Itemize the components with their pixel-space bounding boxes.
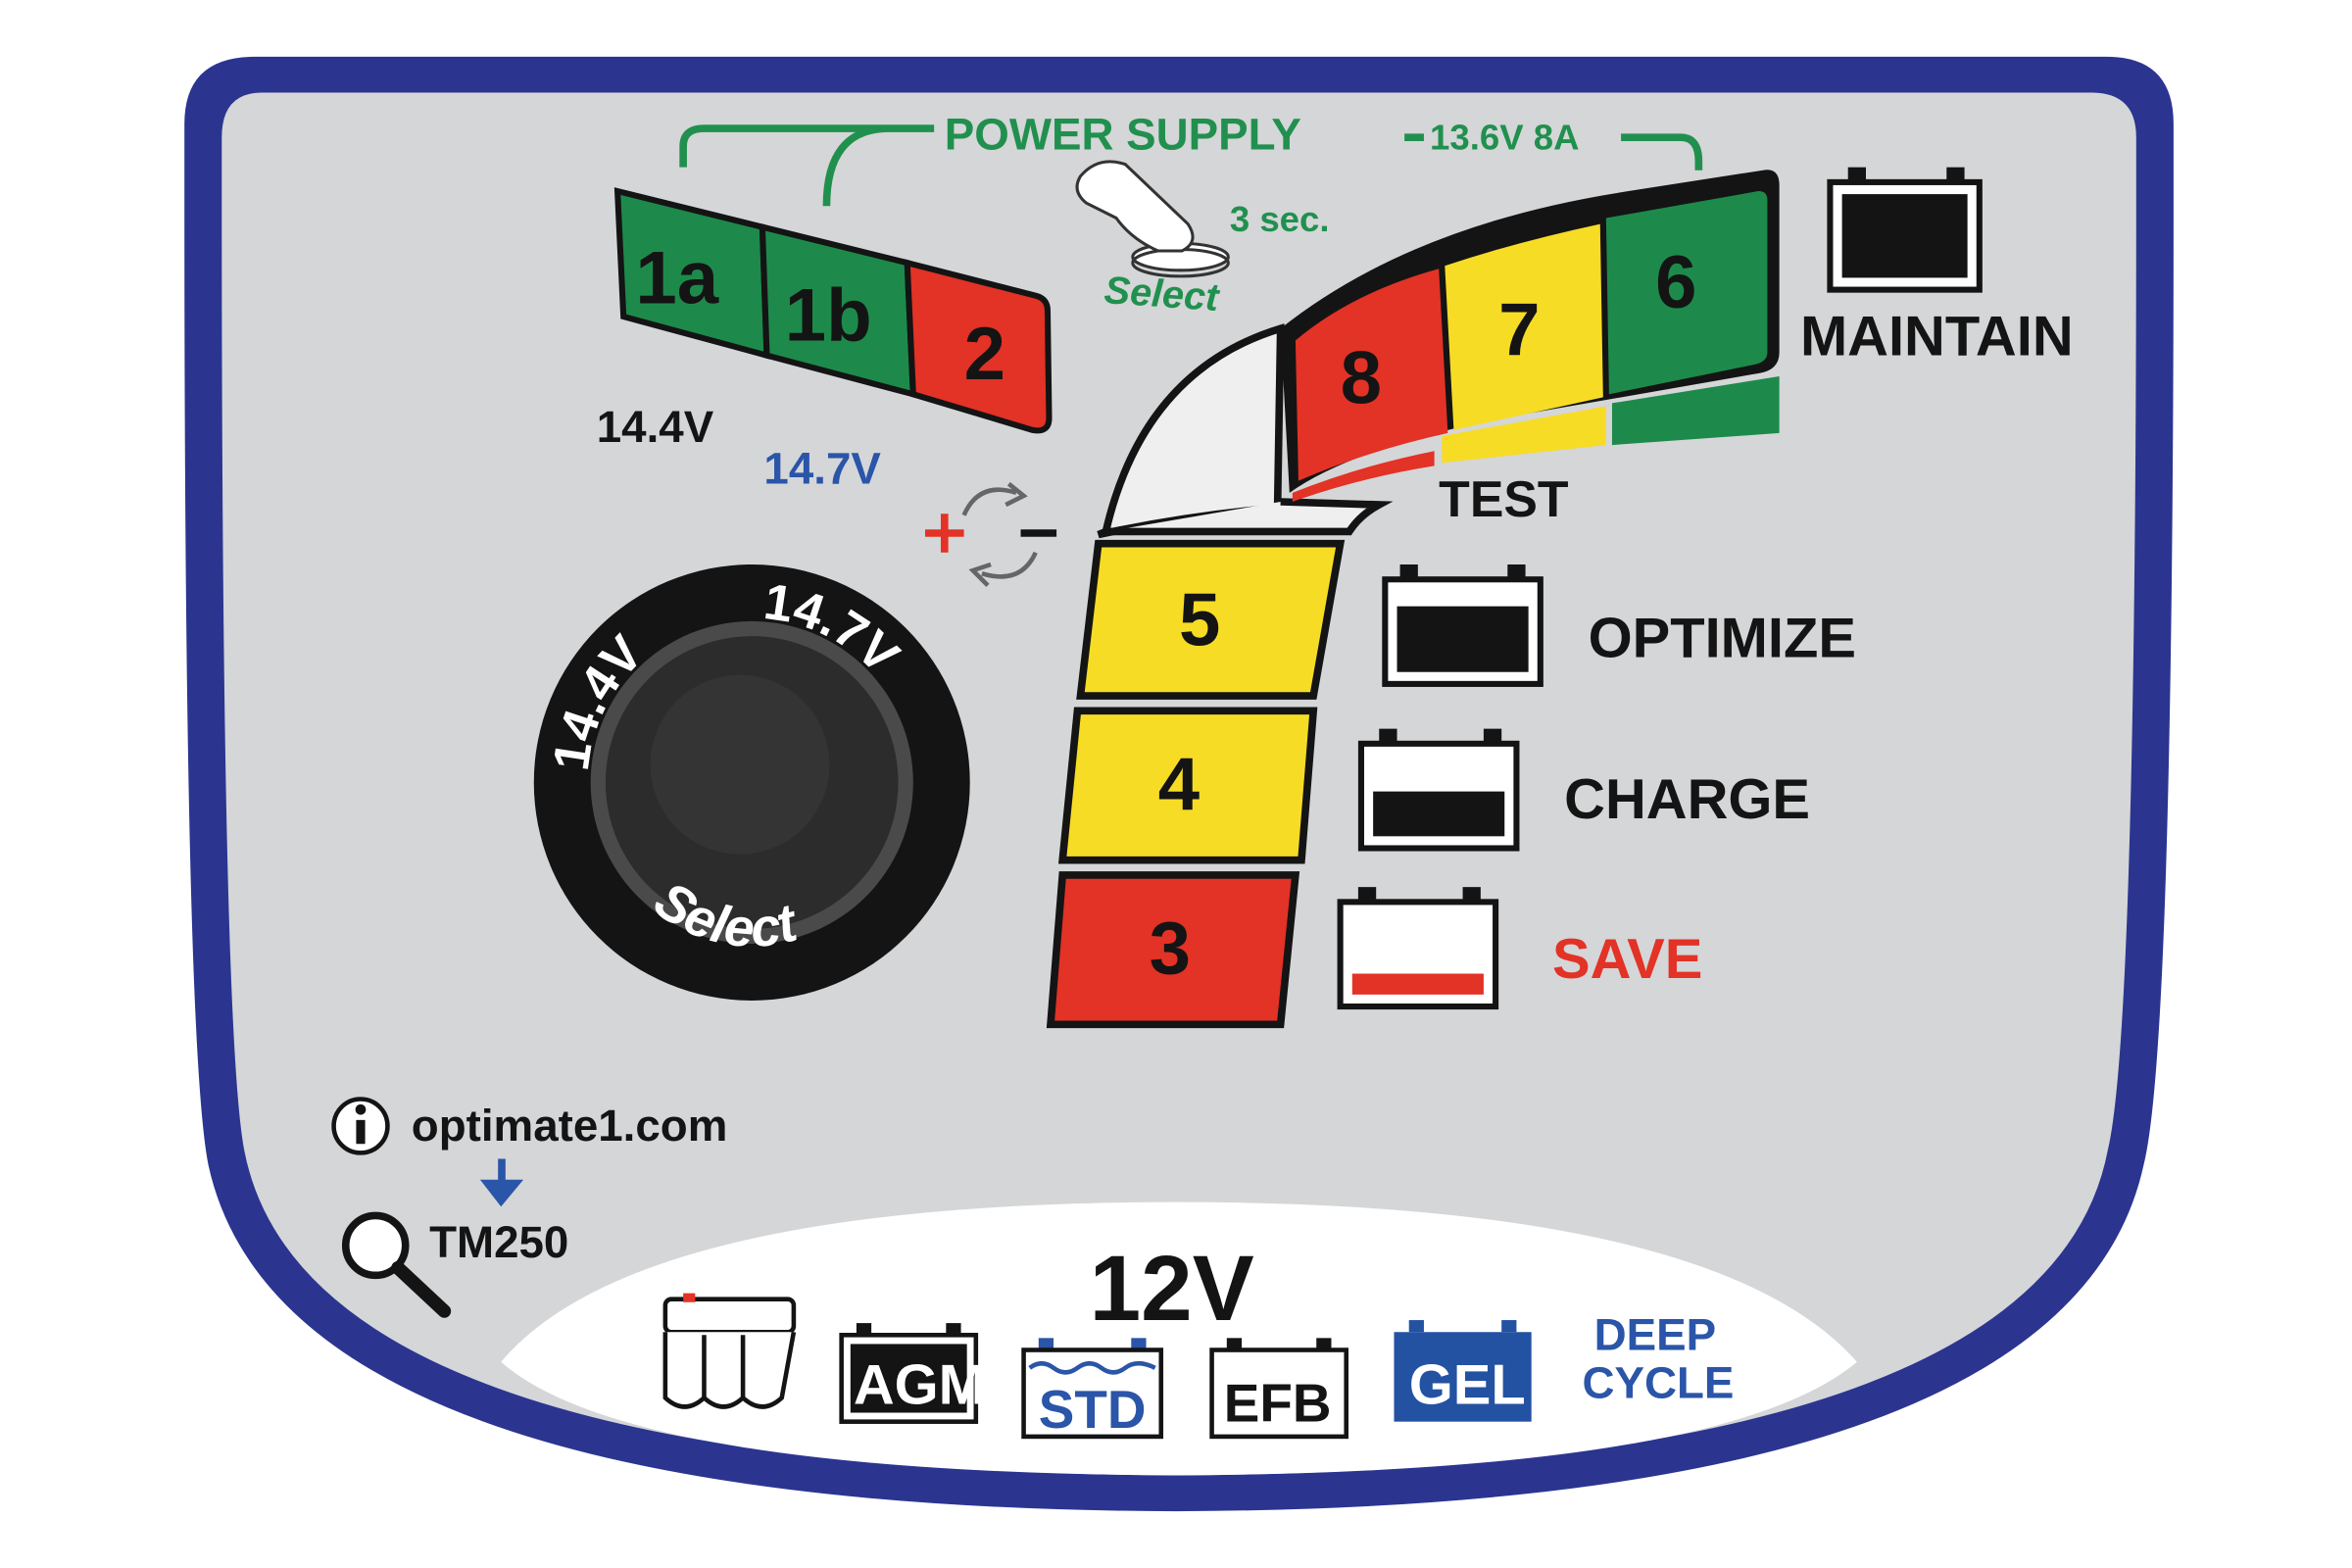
- battery-charge-icon: [1357, 728, 1520, 852]
- gel-label: GEL: [1409, 1353, 1526, 1416]
- test-bar-red: [1292, 451, 1435, 502]
- power-supply-title: POWER SUPPLY: [945, 109, 1301, 159]
- std-label: STD: [1039, 1379, 1147, 1440]
- agm-badge: AGM: [839, 1323, 986, 1424]
- led-8-label: 8: [1341, 336, 1382, 419]
- deep-label: DEEP: [1594, 1310, 1716, 1360]
- cycle-label: CYCLE: [1582, 1357, 1734, 1407]
- test-label: TEST: [1439, 470, 1569, 527]
- arrow-down-icon: [479, 1158, 524, 1207]
- select-button-label[interactable]: Select: [1102, 269, 1221, 319]
- pointing-finger-icon: [1075, 160, 1230, 278]
- std-badge: STD: [1021, 1338, 1164, 1440]
- led-7-label: 7: [1498, 289, 1540, 372]
- agm-label: AGM: [854, 1353, 986, 1416]
- info-icon: [331, 1097, 390, 1155]
- led-2: [904, 259, 1053, 434]
- gel-badge: GEL: [1394, 1320, 1532, 1422]
- battery-save-icon: [1337, 887, 1499, 1010]
- spiral-cell-battery-icon: [662, 1293, 797, 1409]
- test-bar-yellow: [1442, 406, 1606, 464]
- lower-led-group: 5 4 3: [1046, 539, 1346, 1029]
- magnifier-icon: [341, 1211, 452, 1318]
- led-4-label: 4: [1158, 743, 1200, 826]
- voltage-14-4-label: 14.4V: [597, 402, 714, 452]
- led-5-label: 5: [1179, 578, 1220, 662]
- maintain-label: MAINTAIN: [1800, 306, 2074, 368]
- led-1a-label: 1a: [635, 236, 718, 319]
- power-supply-spec: 13.6V 8A: [1430, 117, 1579, 157]
- battery-full-icon: [1827, 167, 1983, 293]
- upper-led-group: 8 7 6: [1280, 170, 1780, 493]
- led-5: [1076, 539, 1346, 700]
- led-2-label: 2: [964, 313, 1005, 396]
- charge-label: CHARGE: [1564, 768, 1810, 831]
- led-3-label: 3: [1150, 907, 1191, 991]
- save-label: SAVE: [1552, 928, 1702, 991]
- efb-label: EFB: [1224, 1373, 1332, 1434]
- led-1b-label: 1b: [785, 273, 872, 357]
- power-supply-bracket: [679, 124, 1703, 207]
- battery-optimize-icon: [1382, 564, 1544, 687]
- select-knob[interactable]: 14.4V 14.7V Select: [533, 564, 970, 1001]
- led-6: [1605, 191, 1768, 395]
- model-label: TM250: [429, 1217, 568, 1267]
- led-3: [1046, 871, 1300, 1029]
- efb-badge: EFB: [1209, 1338, 1348, 1440]
- voltage-14-7-label: 14.7V: [763, 444, 881, 494]
- test-bar-green: [1611, 376, 1780, 446]
- polarity-reverse-icon: [925, 481, 1057, 587]
- website-label: optimate1.com: [412, 1101, 728, 1151]
- hold-time-label: 3 sec.: [1230, 199, 1330, 239]
- led-4: [1057, 707, 1318, 864]
- mode-led-group: 1a 1b 2: [613, 187, 1053, 434]
- led-7: [1445, 223, 1603, 430]
- battery-voltage-label: 12V: [1090, 1237, 1254, 1341]
- stage-path-band-inner: [1105, 498, 1394, 536]
- optimize-label: OPTIMIZE: [1589, 607, 1856, 669]
- led-6-label: 6: [1655, 241, 1696, 324]
- led-8: [1295, 269, 1448, 481]
